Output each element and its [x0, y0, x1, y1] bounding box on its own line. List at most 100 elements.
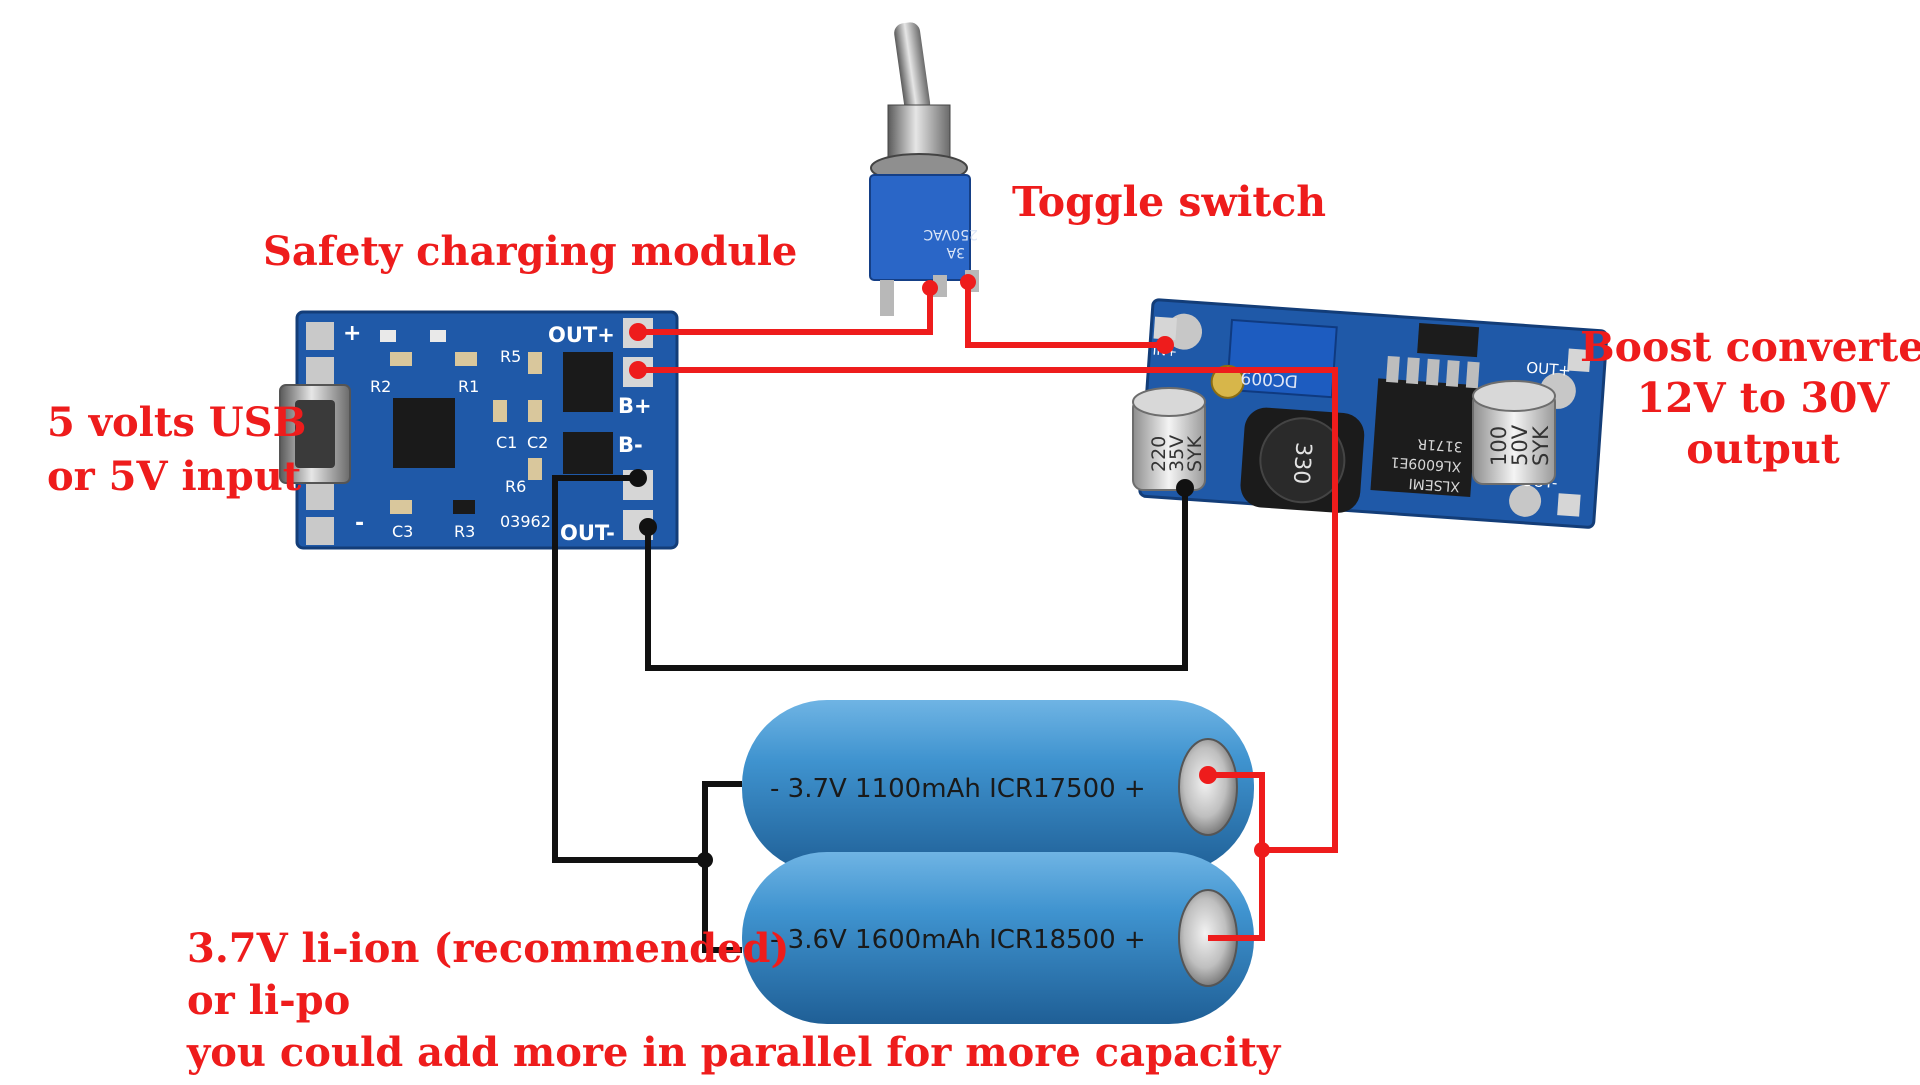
cap-right-top [1472, 380, 1556, 412]
junction-boost-in-minus [1176, 479, 1194, 497]
label-battery-line-2: or li-po [187, 977, 351, 1024]
cap-right-brand: SYK [1529, 425, 1553, 466]
label-boost-line-1: Boost converter [1580, 323, 1920, 371]
led-indicator [430, 330, 446, 342]
charger-pcb [295, 310, 679, 550]
smd-part [390, 500, 412, 514]
pin-label-b-minus: B- [618, 433, 643, 457]
junction-switch-2 [960, 274, 976, 290]
boost-pin-pad [1567, 348, 1591, 373]
boost-ic-tab [1425, 358, 1440, 386]
switch-body [869, 174, 971, 281]
smd-part [493, 400, 507, 422]
label-usb-input: 5 volts USB or 5V input [47, 396, 306, 504]
junction-battery-plus-1 [1199, 766, 1217, 784]
smd-part [390, 352, 412, 366]
boost-ic [1370, 378, 1479, 498]
junction-out-plus [629, 323, 647, 341]
label-battery-line-1: 3.7V li-ion (recommended) [187, 925, 790, 972]
label-toggle-switch: Toggle switch [1012, 178, 1327, 226]
pin-label-out-minus: OUT- [560, 521, 615, 545]
battery-1-terminal [1178, 738, 1238, 836]
trimmer-screw [1210, 364, 1245, 399]
label-usb-line-1: 5 volts USB [47, 399, 307, 446]
switch-rating-2: 250VAC [923, 226, 978, 242]
battery-cell-2: - 3.6V 1600mAh ICR18500 + [742, 852, 1254, 1024]
smd-part [453, 500, 475, 514]
switch-terminal [880, 280, 894, 316]
silk-r3: R3 [454, 522, 475, 541]
silk-code: 03962 [500, 512, 551, 531]
protection-ic [563, 432, 613, 474]
silk-r1: R1 [458, 377, 479, 396]
silk-c1: C1 [496, 433, 517, 452]
charger-ic [393, 398, 455, 468]
charging-module-board: OUT+ B+ B- OUT- + R2 R1 R5 C1 C2 R6 C3 R… [279, 310, 679, 550]
charger-pad [306, 517, 334, 545]
cap-left-brand: SYK [1184, 435, 1206, 472]
inductor-core [1259, 417, 1346, 504]
cap-left-top [1132, 387, 1206, 417]
wire-out-minus-to-boost [645, 488, 1188, 671]
wiring [552, 274, 1338, 953]
silk-r6: R6 [505, 477, 526, 496]
led-indicator [380, 330, 396, 342]
switch-rating-1: 3A [946, 244, 965, 260]
battery-pack: - 3.7V 1100mAh ICR17500 + - 3.6V 1600mAh… [742, 700, 1254, 1024]
chip-marking-3: 3171R [1417, 435, 1464, 454]
junction-battery-plus-2 [1254, 842, 1270, 858]
inductor-marking: 330 [1288, 441, 1316, 485]
pin-label-b-plus: B+ [618, 394, 652, 418]
boost-mount-hole [1509, 484, 1542, 517]
silk-c3: C3 [392, 522, 413, 541]
junction-battery-minus [697, 852, 713, 868]
charger-pad [306, 322, 334, 350]
silk-plus: + [343, 321, 361, 346]
capacitor-left: 220 35V SYK [1132, 387, 1206, 491]
smd-part [528, 352, 542, 374]
chip-marking-1: XLSEMI [1408, 475, 1460, 495]
capacitor-right: 100 50V SYK [1472, 380, 1556, 485]
junction-b-plus [629, 361, 647, 379]
silk-r2: R2 [370, 377, 391, 396]
boost-pin-pad [1153, 316, 1177, 341]
wire-out-plus-to-switch [638, 288, 933, 335]
battery-1-body [742, 700, 1254, 874]
battery-1-marking: - 3.7V 1100mAh ICR17500 + [770, 774, 1146, 804]
label-battery-line-3: you could add more in parallel for more … [187, 1029, 1281, 1076]
cap-right-value: 100 [1487, 426, 1511, 466]
pin-label-out-plus: OUT+ [548, 323, 615, 347]
switch-lever [894, 22, 931, 115]
chip-marking-2: XL6009E1 [1390, 453, 1462, 474]
boost-converter-board: DC009 XLSEMI XL6009E1 3171R 330 IN+ OUT+… [1132, 298, 1609, 529]
smd-part [528, 400, 542, 422]
toggle-switch: 3A 250VAC [869, 22, 979, 316]
micro-usb-slot [295, 400, 335, 468]
protection-ic [563, 352, 613, 412]
boost-ic-tab [1386, 355, 1400, 383]
wire-switch-to-boost-in [965, 282, 1165, 348]
label-boost-line-2: 12V to 30V [1636, 374, 1890, 422]
switch-bushing [887, 104, 951, 161]
cap-left-value: 220 [1148, 436, 1170, 472]
silk-c2: C2 [527, 433, 548, 452]
junction-switch-1 [922, 280, 938, 296]
label-usb-line-2: or 5V input [47, 453, 302, 500]
label-charging-module: Safety charging module [263, 228, 798, 275]
smd-part [528, 458, 542, 480]
battery-2-body [742, 852, 1254, 1024]
trimmer-pot [1226, 318, 1338, 399]
junction-boost-in [1156, 336, 1174, 354]
wire-b-plus-to-battery [638, 367, 1338, 853]
cap-right-voltage: 50V [1508, 424, 1532, 466]
charger-pad [306, 482, 334, 510]
smd-part [455, 352, 477, 366]
junction-b-minus [629, 469, 647, 487]
boost-ic-tab [1445, 360, 1460, 387]
silk-r5: R5 [500, 347, 521, 366]
label-battery-note: 3.7V li-ion (recommended) or li-po you c… [187, 923, 1280, 1079]
diode [1417, 323, 1480, 358]
charger-pad [306, 357, 334, 385]
